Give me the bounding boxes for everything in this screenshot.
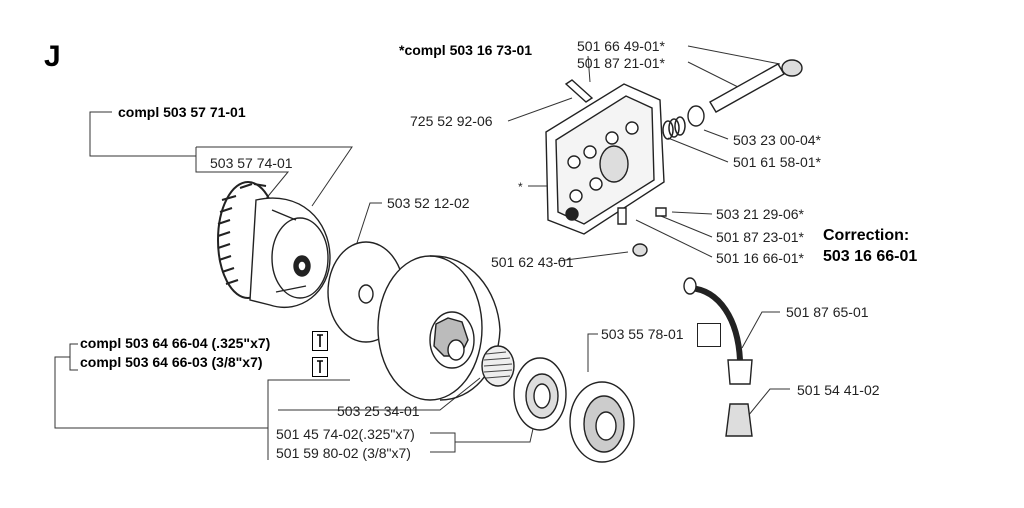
- part-label: 501 59 80-02 (3/8"x7): [276, 445, 411, 461]
- part-label: 501 87 21-01*: [577, 55, 665, 71]
- leader-line: [687, 61, 741, 89]
- part-label: 501 16 66-01*: [716, 250, 804, 266]
- part-label: 501 62 43-01: [491, 254, 574, 270]
- leader-line: [703, 129, 729, 140]
- part-label: 501 87 65-01: [786, 304, 869, 320]
- part-label: 501 61 58-01*: [733, 154, 821, 170]
- leader-line: [430, 432, 456, 453]
- part-label: 501 87 23-01*: [716, 229, 804, 245]
- leader-line: [89, 111, 196, 157]
- leader-line: [667, 137, 729, 163]
- leader-line: [687, 45, 781, 65]
- leader-line: [196, 146, 353, 207]
- assembly-label-clutch: compl 503 57 71-01: [118, 104, 246, 120]
- leader-line: [671, 211, 713, 215]
- part-label: 503 21 29-06*: [716, 206, 804, 222]
- leader-line: [557, 251, 629, 262]
- part-label: 501 54 41-02: [797, 382, 880, 398]
- part-label: 503 25 34-01: [337, 403, 420, 419]
- correction-title: Correction:: [823, 227, 910, 244]
- leader-line: [69, 343, 78, 371]
- assembly-label-38: compl 503 64 66-03 (3/8"x7): [80, 354, 263, 370]
- part-label: 725 52 92-06: [410, 113, 493, 129]
- oil-pump-assembly: [545, 59, 803, 437]
- leader-line: [278, 377, 481, 411]
- part-label: 501 45 74-02(.325"x7): [276, 426, 415, 442]
- leader-line: [655, 213, 713, 238]
- section-letter: J: [44, 40, 61, 73]
- part-label: 503 23 00-04*: [733, 132, 821, 148]
- assembly-label-oil-pump: *compl 503 16 73-01: [399, 42, 533, 58]
- leader-line: [635, 219, 713, 258]
- leader-line: [54, 356, 350, 429]
- leader-line: [195, 147, 290, 207]
- clutch-assembly: [217, 181, 635, 463]
- part-label: 503 57 74-01: [210, 155, 293, 171]
- leader-line: [747, 388, 790, 417]
- empty-box-icon: [697, 323, 721, 347]
- leader-line: [507, 97, 573, 122]
- assembly-label-325: compl 503 64 66-04 (.325"x7): [80, 335, 271, 351]
- part-label: 503 55 78-01: [601, 326, 684, 342]
- tool-icon: [312, 357, 328, 377]
- asterisk-mark: *: [518, 180, 523, 194]
- correction-value: 503 16 66-01: [823, 248, 918, 265]
- tool-icon: [312, 331, 328, 351]
- leader-line: [741, 311, 780, 349]
- leader-line: [587, 55, 591, 83]
- leader-line: [587, 333, 598, 372]
- part-label: 503 52 12-02: [387, 195, 470, 211]
- part-label: 501 66 49-01*: [577, 38, 665, 54]
- leader-line: [353, 202, 382, 253]
